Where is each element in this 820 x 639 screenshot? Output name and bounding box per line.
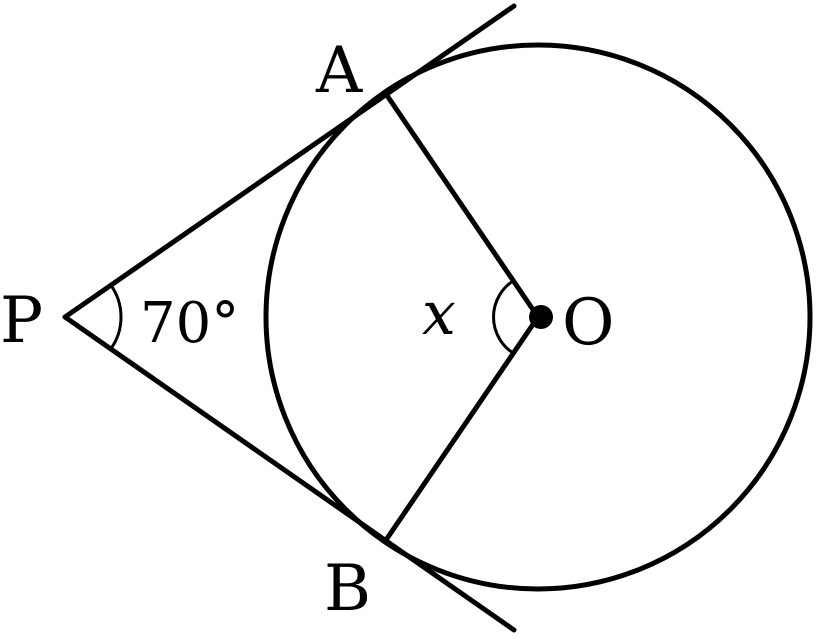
angle-label-p: 70° <box>140 291 239 356</box>
label-p: P <box>0 284 43 358</box>
center-point-o <box>529 305 553 329</box>
label-a: A <box>315 34 363 108</box>
label-b: B <box>324 552 371 626</box>
label-o: O <box>562 286 614 360</box>
angle-arc-o <box>492 279 514 355</box>
circle <box>263 42 813 592</box>
radius-ob <box>383 314 541 543</box>
tangent-line-pa <box>62 3 517 320</box>
angle-arc-p <box>108 283 123 351</box>
radius-oa <box>383 91 541 320</box>
angle-label-o: x <box>422 279 456 349</box>
tangent-line-pb <box>62 314 517 633</box>
